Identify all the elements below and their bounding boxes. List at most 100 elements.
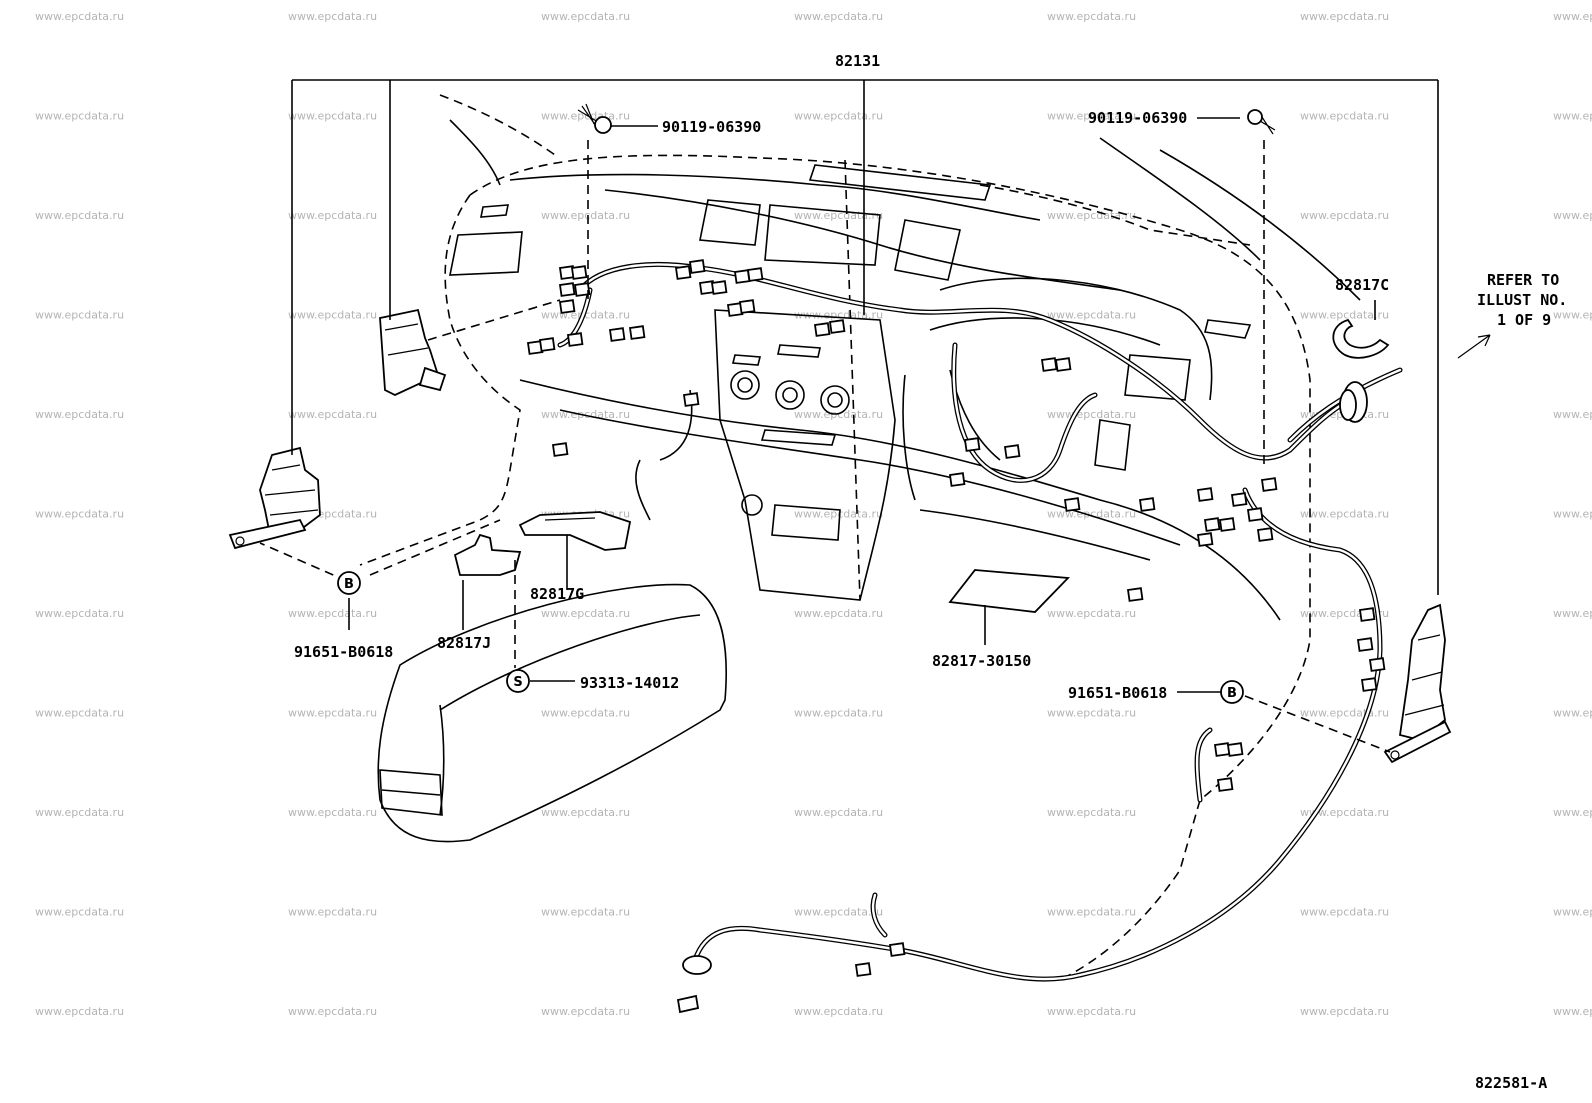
label-bolt-left[interactable]: 91651-B0618 [294,643,393,661]
label-bracket-j[interactable]: 82817J [437,634,491,652]
watermark-text: www.epcdata.ru [1047,806,1136,819]
connector-icon [1196,487,1214,502]
connector-icon [682,392,700,407]
marker-s: S [506,669,530,693]
watermark-text: www.epcdata.ru [1553,110,1592,123]
connector-icon [828,319,846,334]
watermark-text: www.epcdata.ru [794,10,883,23]
watermark-text: www.epcdata.ru [794,607,883,620]
watermark-text: www.epcdata.ru [35,10,124,23]
clamp-82817c [1332,318,1390,359]
refer-line-2: ILLUST NO. [1477,291,1567,309]
connector-icon [1230,492,1248,507]
watermark-text: www.epcdata.ru [1300,906,1389,919]
connector-icon [558,282,576,297]
watermark-text: www.epcdata.ru [288,707,377,720]
watermark-text: www.epcdata.ru [1553,707,1592,720]
connector-icon [551,442,569,457]
airbag-sensor-bracket-left [228,446,321,550]
watermark-text: www.epcdata.ru [541,1005,630,1018]
connector-icon [963,437,981,452]
marker-b-left-text: B [344,577,354,592]
connector-icon [628,325,646,340]
bracket-82817j [453,533,522,576]
watermark-text: www.epcdata.ru [794,110,883,123]
watermark-text: www.epcdata.ru [1300,707,1389,720]
watermark-text: www.epcdata.ru [1553,10,1592,23]
watermark-text: www.epcdata.ru [35,508,124,521]
airbag-sensor-bracket-right [1383,603,1452,764]
refer-line-1: REFER TO [1487,271,1559,289]
watermark-text: www.epcdata.ru [794,408,883,421]
watermark-text: www.epcdata.ru [288,607,377,620]
connector-icon [854,962,872,977]
label-main-harness[interactable]: 82131 [835,52,880,70]
watermark-text: www.epcdata.ru [35,707,124,720]
grommet-right [1339,381,1368,423]
label-bolt-top-right[interactable]: 90119-06390 [1088,109,1187,127]
watermark-text: www.epcdata.ru [541,707,630,720]
watermark-text: www.epcdata.ru [1047,110,1136,123]
watermark-text: www.epcdata.ru [288,408,377,421]
connector-icon [1063,497,1081,512]
marker-s-text: S [513,675,522,690]
connector-icon [1003,444,1021,459]
watermark-text: www.epcdata.ru [35,906,124,919]
bolt-icon-top-right [1247,109,1276,135]
watermark-text: www.epcdata.ru [288,10,377,23]
main-wire-harness [557,262,1403,982]
watermark-text: www.epcdata.ru [794,707,883,720]
watermark-text: www.epcdata.ru [1047,906,1136,919]
label-screw[interactable]: 93313-14012 [580,674,679,692]
marker-b-right-text: B [1227,686,1237,701]
watermark-text: www.epcdata.ru [1300,1005,1389,1018]
watermark-text: www.epcdata.ru [1300,10,1389,23]
watermark-text: www.epcdata.ru [1553,906,1592,919]
watermark-text: www.epcdata.ru [1553,1005,1592,1018]
leader-lines [259,79,1491,753]
connector-icon [1196,532,1214,547]
connector-icon [746,267,764,282]
watermark-text: www.epcdata.ru [1047,707,1136,720]
connector-icon [1246,507,1264,522]
label-protector[interactable]: 82817-30150 [932,652,1031,670]
watermark-text: www.epcdata.ru [1047,408,1136,421]
connector-icon [813,322,831,337]
watermark-text: www.epcdata.ru [541,209,630,222]
label-bracket-g[interactable]: 82817G [530,585,584,603]
watermark-text: www.epcdata.ru [1553,607,1592,620]
watermark-text: www.epcdata.ru [1047,1005,1136,1018]
bracket-82817g [518,511,632,551]
watermark-text: www.epcdata.ru [35,408,124,421]
watermark-text: www.epcdata.ru [1553,508,1592,521]
connector-icon [1356,637,1374,652]
watermark-text: www.epcdata.ru [1300,309,1389,322]
watermark-text: www.epcdata.ru [1300,110,1389,123]
label-bolt-right[interactable]: 91651-B0618 [1068,684,1167,702]
watermark-text: www.epcdata.ru [794,806,883,819]
watermark-text: www.epcdata.ru [541,607,630,620]
connector-icon [738,299,756,314]
refer-line-3: 1 OF 9 [1497,311,1551,329]
watermark-text: www.epcdata.ru [541,408,630,421]
connector-icon [888,942,906,957]
watermark-text: www.epcdata.ru [288,309,377,322]
passenger-airbag-module [377,583,728,843]
connector-icon [558,299,576,314]
watermark-text: www.epcdata.ru [288,806,377,819]
label-clamp-right[interactable]: 82817C [1335,276,1389,294]
connector-icon [570,265,588,280]
watermark-text: www.epcdata.ru [35,110,124,123]
watermark-text: www.epcdata.ru [541,806,630,819]
connector-icon [1040,357,1058,372]
watermark-text: www.epcdata.ru [1300,508,1389,521]
watermark-text: www.epcdata.ru [35,309,124,322]
instrument-cluster [902,277,1213,561]
watermark-text: www.epcdata.ru [794,508,883,521]
marker-b-right: B [1220,680,1244,704]
connector-icon [566,332,584,347]
harness-connectors [526,259,1386,977]
label-bolt-top-left[interactable]: 90119-06390 [662,118,761,136]
connector-icon [1203,517,1221,532]
